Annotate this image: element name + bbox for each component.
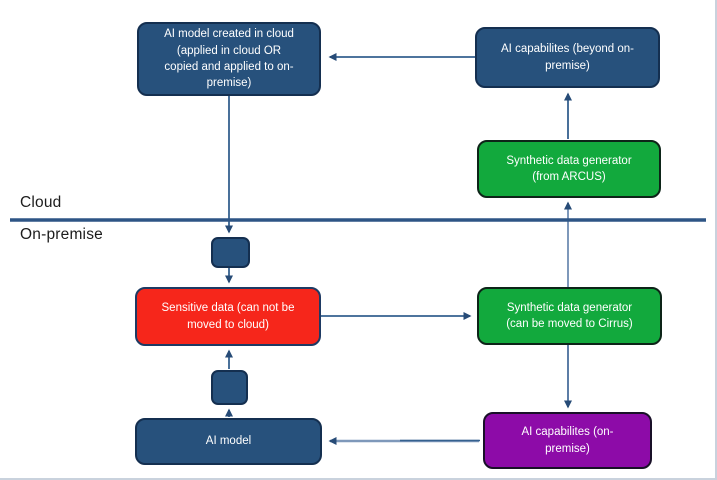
region-label-cloud: Cloud [20,194,62,211]
node-synthetic-data-generator-arcus: Synthetic data generator (from ARCUS) [477,140,661,198]
node-ai-capabilities-on-premise: AI capabilites (on- premise) [483,412,652,469]
connector-box-1 [211,237,250,268]
node-ai-model-created-in-cloud: AI model created in cloud (applied in cl… [137,22,321,96]
region-label-on-premise: On-premise [20,226,103,243]
node-sensitive-data: Sensitive data (can not be moved to clou… [135,287,321,346]
node-ai-model: AI model [135,418,322,465]
node-synthetic-data-generator-cirrus: Synthetic data generator (can be moved t… [477,287,662,345]
node-ai-capabilities-beyond-on-premise: AI capabilites (beyond on- premise) [475,27,660,88]
connector-box-2 [211,370,248,405]
